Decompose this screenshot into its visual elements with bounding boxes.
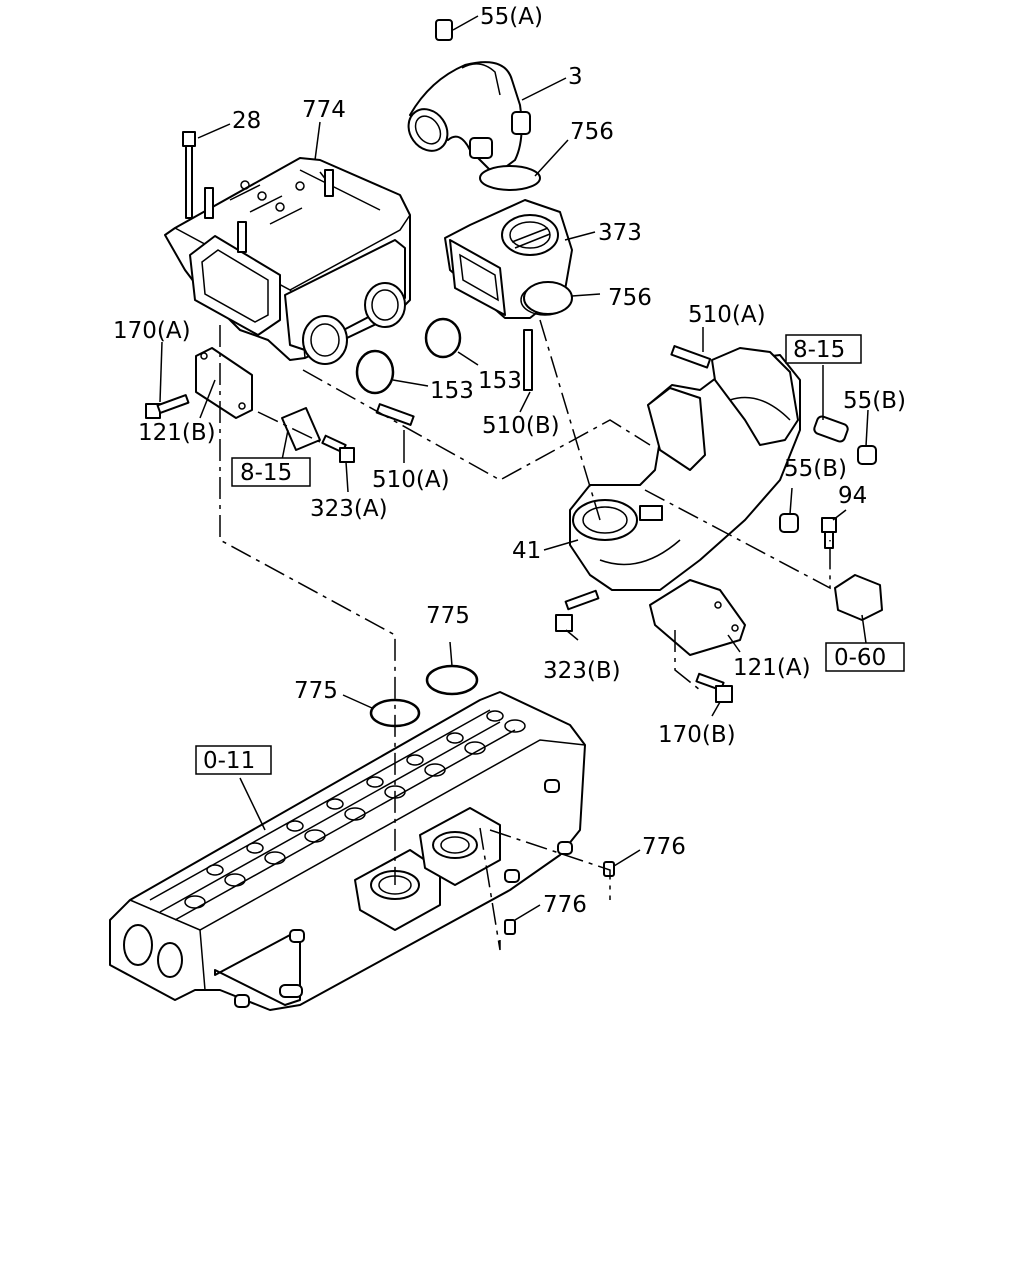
- gasket-756-upper: [479, 165, 541, 191]
- bracket-plate-small: [281, 407, 321, 451]
- intake-manifold-774: [164, 157, 411, 365]
- callout-776-right: 776: [642, 834, 686, 860]
- callout-55a: 55(A): [480, 4, 543, 30]
- bracket-121a: [649, 579, 746, 656]
- callout-510a-mid: 510(A): [372, 467, 450, 493]
- callout-774: 774: [302, 97, 346, 123]
- callout-41: 41: [512, 538, 541, 564]
- ref-box-0-60: [825, 642, 905, 672]
- callout-373: 373: [598, 220, 642, 246]
- callout-121b: 121(B): [138, 420, 216, 446]
- callout-55b-right: 55(B): [843, 388, 906, 414]
- callout-323b: 323(B): [543, 658, 621, 684]
- ref-label-0-60: 0-60: [834, 645, 886, 671]
- stud-510a-upper: [670, 345, 712, 369]
- assembly-lines: [219, 319, 831, 951]
- o-ring-775-right: [425, 664, 479, 696]
- callout-170b: 170(B): [658, 722, 736, 748]
- bolt-170b: [695, 672, 733, 703]
- stud-510b: [523, 329, 533, 391]
- callout-775-right: 775: [426, 603, 470, 629]
- water-outlet-elbow-3: [407, 19, 531, 176]
- bracket-121b: [195, 347, 253, 419]
- callout-153-left: 153: [430, 378, 474, 404]
- cylinder-head: [109, 691, 586, 1011]
- dowel-776-left: [504, 919, 516, 935]
- head-ports: [184, 710, 526, 909]
- callout-94: 94: [838, 483, 867, 509]
- ref-box-8-15-left: [231, 457, 311, 487]
- ref-box-8-15-right: [785, 334, 862, 364]
- ref-label-8-15-left: 8-15: [240, 460, 292, 486]
- callout-3: 3: [568, 64, 583, 90]
- callout-121a: 121(A): [733, 655, 811, 681]
- callout-323a: 323(A): [310, 496, 388, 522]
- callout-775-left: 775: [294, 678, 338, 704]
- callout-28: 28: [232, 108, 261, 134]
- callout-510a-top: 510(A): [688, 302, 766, 328]
- connector-0-60: [834, 574, 883, 621]
- nut-55b-middle: [779, 513, 799, 533]
- o-ring-153-left: [355, 349, 395, 395]
- stud-510a-middle: [375, 403, 415, 426]
- bolt-170a: [145, 394, 190, 419]
- callout-510b: 510(B): [482, 413, 560, 439]
- ref-label-0-11: 0-11: [203, 748, 255, 774]
- bolt-94: [821, 517, 837, 549]
- callout-170a: 170(A): [113, 318, 191, 344]
- callout-55b-mid: 55(B): [784, 456, 847, 482]
- gasket-756-lower: [523, 281, 573, 315]
- ref-label-8-15-right: 8-15: [793, 337, 845, 363]
- nut-55b-right: [857, 445, 877, 465]
- callout-776-left: 776: [543, 892, 587, 918]
- bolt-28: [182, 131, 196, 219]
- callout-756-top: 756: [570, 119, 614, 145]
- o-ring-153-right: [424, 317, 462, 359]
- bolt-323a: [321, 434, 355, 463]
- water-pipe-assembly: [569, 347, 801, 591]
- sensor-8-15: [813, 415, 849, 443]
- bolt-323b: [555, 589, 600, 632]
- callout-153-right: 153: [478, 368, 522, 394]
- leader-lines: [159, 15, 869, 921]
- callout-756-mid: 756: [608, 285, 652, 311]
- ref-box-0-11: [195, 745, 272, 775]
